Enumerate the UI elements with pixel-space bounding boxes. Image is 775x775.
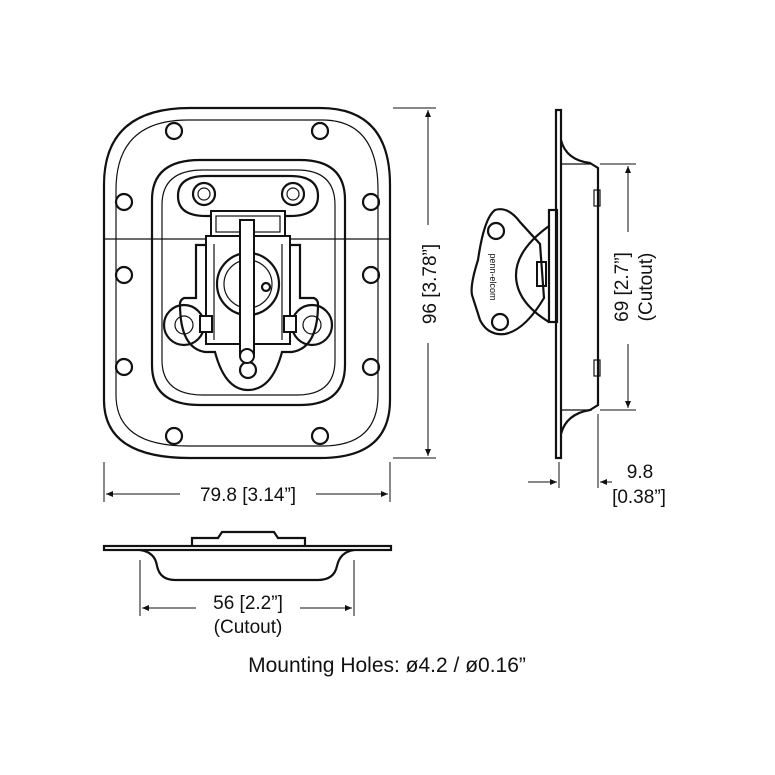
mounting-holes <box>114 121 381 446</box>
keeper-hole-inner <box>197 187 211 201</box>
side-lever-hole <box>486 221 506 241</box>
mounting-holes-note: Mounting Holes: ø4.2 / ø0.16” <box>248 654 526 677</box>
keeper-plate <box>176 174 320 218</box>
recess-inner <box>161 169 336 396</box>
dish-outline <box>102 106 392 460</box>
latch-body <box>178 243 320 392</box>
side-dish-profile <box>559 139 600 435</box>
cutout-width-note: (Cutout) <box>214 617 283 638</box>
mounting-hole <box>361 265 381 285</box>
side-lever-hole <box>490 312 510 332</box>
cutout-width-label: 56 [2.2”] <box>213 593 283 614</box>
pivot-left <box>199 315 213 333</box>
latch-ear-hole-right <box>302 315 322 335</box>
side-brand-text: penn-elcom <box>488 253 498 300</box>
side-latch-base <box>547 208 559 324</box>
keeper-hole <box>280 181 306 207</box>
cam-pin <box>260 281 272 293</box>
depth-inch-label: [0.38”] <box>612 487 666 508</box>
side-view: penn-elcom 69 [2.7”] (Cutout) 9.8 [0.38”… <box>470 108 666 508</box>
side-lever <box>470 208 546 336</box>
keeper-hole <box>191 181 217 207</box>
side-cam <box>514 225 550 323</box>
mounting-hole <box>114 357 134 377</box>
dish-profile <box>139 548 355 582</box>
recess-outline <box>150 158 347 407</box>
side-rivet <box>593 359 601 377</box>
cutout-height-note: (Cutout) <box>636 253 657 322</box>
keeper-profile <box>190 530 307 546</box>
mounting-hole <box>310 121 330 141</box>
mounting-hole <box>361 357 381 377</box>
mounting-hole <box>310 426 330 446</box>
mounting-hole <box>164 121 184 141</box>
front-view: 96 [3.78”] 79.8 [3.14”] <box>102 106 442 506</box>
cutout-height-label: 69 [2.7”] <box>612 252 633 322</box>
depth-label: 9.8 <box>627 462 653 483</box>
lever-arm <box>239 219 255 356</box>
flange-profile <box>102 544 393 552</box>
mounting-hole <box>361 192 381 212</box>
height-dimension-label: 96 [3.78”] <box>420 244 441 324</box>
side-rivet <box>593 189 601 207</box>
latch-ear-left <box>162 303 206 347</box>
mounting-hole <box>114 265 134 285</box>
latch-bottom-rivet <box>238 360 258 380</box>
keeper-hole-inner <box>286 187 300 201</box>
bottom-view: 56 [2.2”] (Cutout) <box>102 530 393 638</box>
pivot-right <box>283 315 297 333</box>
mounting-hole <box>114 192 134 212</box>
dish-inner-edge <box>115 119 379 447</box>
latch-ear-hole-left <box>174 315 194 335</box>
lever-tip <box>239 348 255 364</box>
mounting-hole <box>164 426 184 446</box>
width-dimension-label: 79.8 [3.14”] <box>200 485 296 506</box>
